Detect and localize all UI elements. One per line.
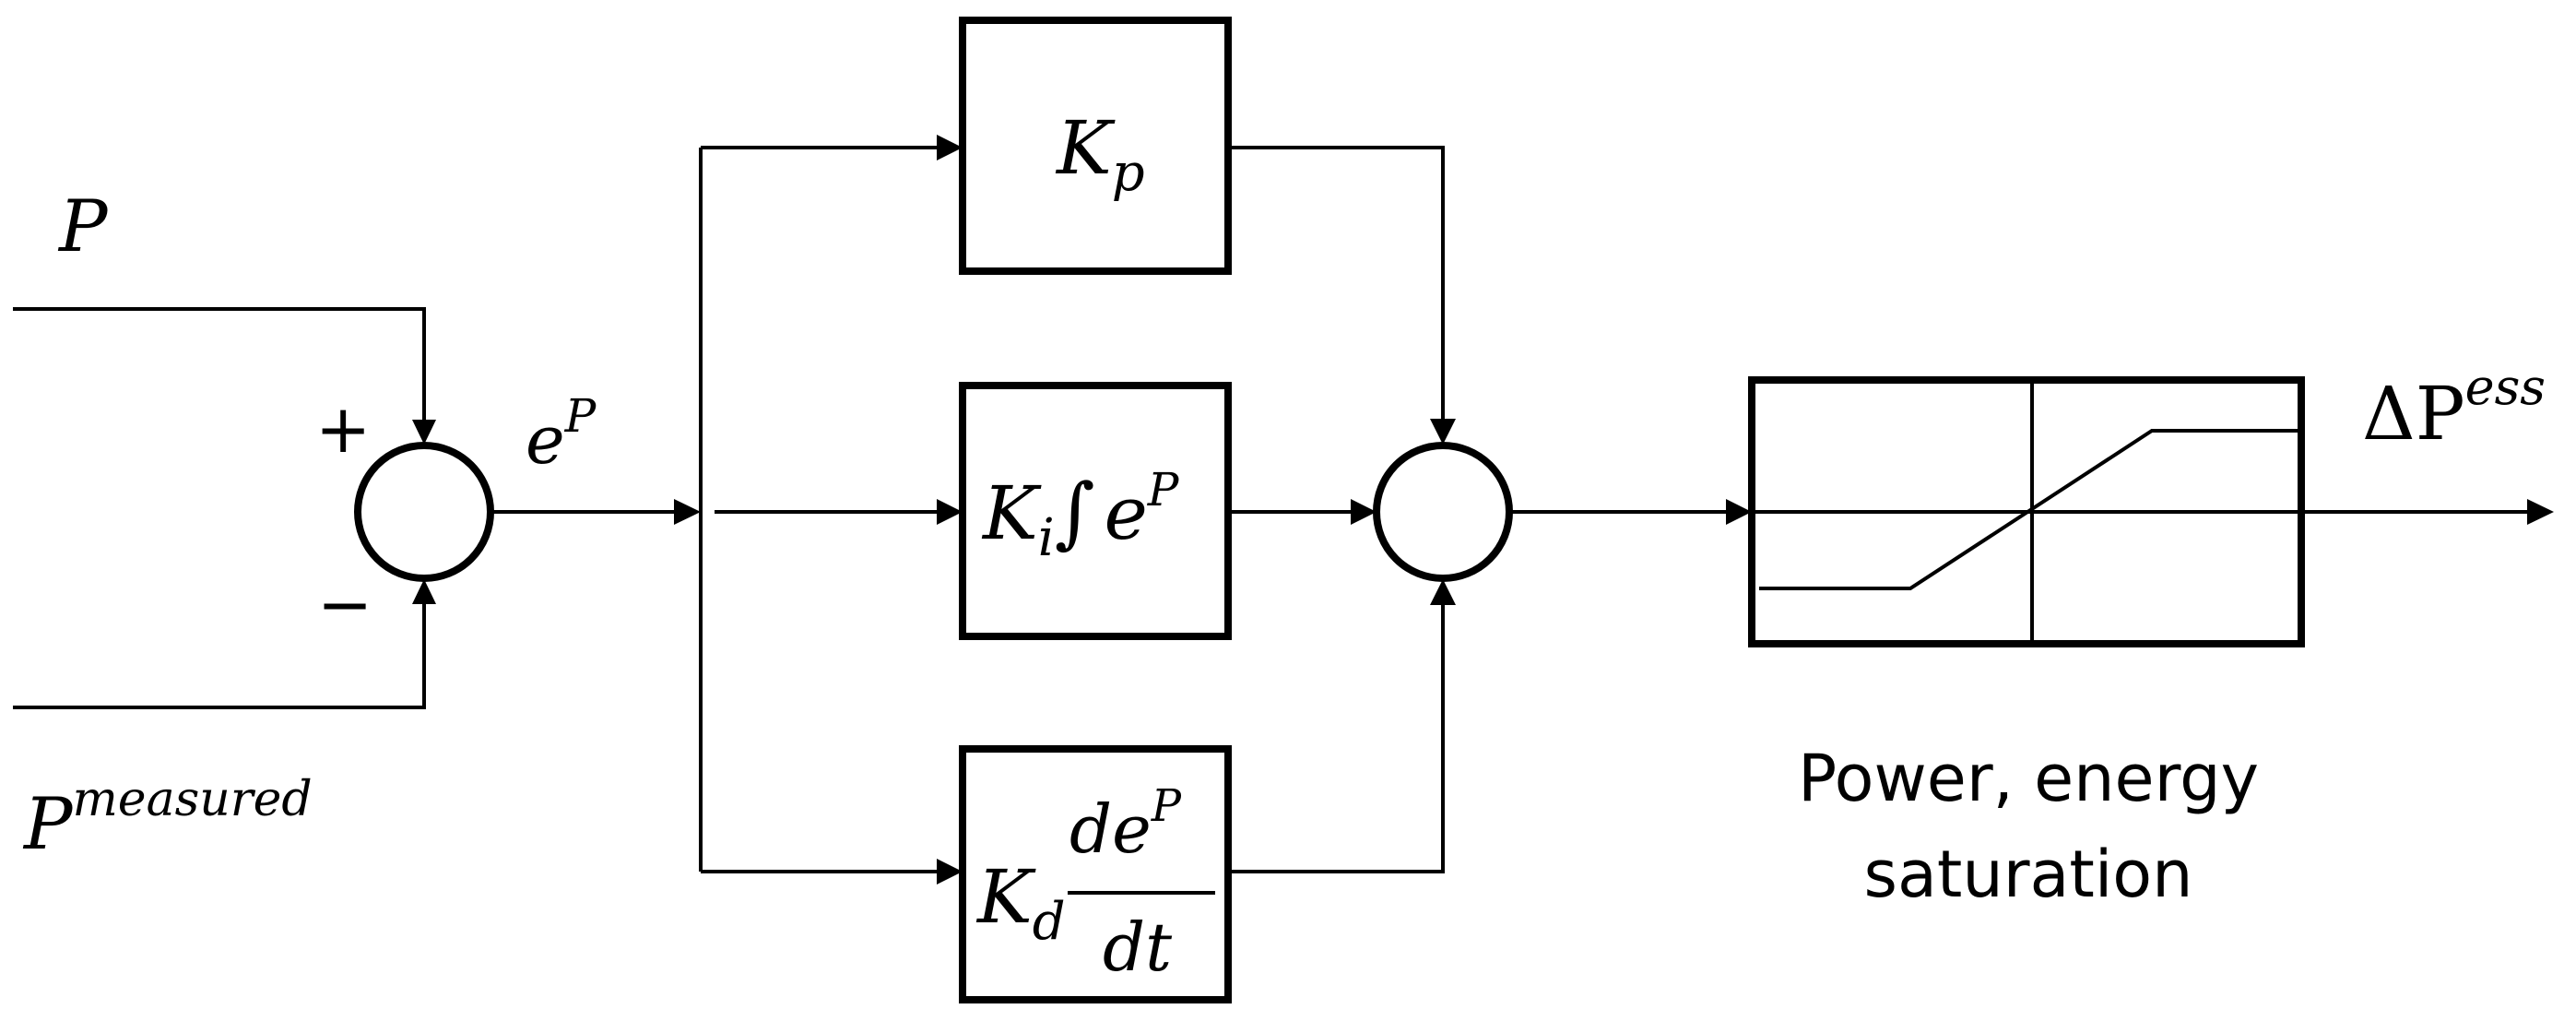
pid-summing-junction bbox=[1373, 442, 1513, 582]
derivative-arrowhead bbox=[937, 859, 963, 884]
measured-arrowhead bbox=[412, 579, 436, 604]
error-arrowhead bbox=[674, 499, 701, 525]
sum2-top-arrowhead bbox=[1430, 419, 1456, 445]
derivative-output-line bbox=[1228, 603, 1445, 873]
output-arrowhead bbox=[2527, 499, 2554, 525]
sum2-left-arrowhead bbox=[1351, 499, 1377, 525]
proportional-gain-label: Kp bbox=[1055, 105, 1145, 203]
error-signal-label: eP bbox=[526, 389, 597, 479]
integral-gain-label: Ki∫eP bbox=[981, 463, 1180, 568]
output-label: ΔPess bbox=[2362, 358, 2546, 457]
derivative-denominator: dt bbox=[1103, 908, 1173, 986]
measured-input-line bbox=[13, 600, 426, 709]
minus-sign: − bbox=[317, 565, 372, 643]
derivative-numerator: deP bbox=[1069, 780, 1182, 868]
proportional-arrowhead bbox=[937, 135, 963, 160]
derivative-block bbox=[959, 745, 1232, 1003]
reference-input-label: P bbox=[57, 185, 109, 268]
integral-arrowhead bbox=[937, 499, 963, 525]
saturation-caption-line2: saturation bbox=[1864, 837, 2193, 912]
plus-sign: + bbox=[315, 390, 371, 468]
error-summing-junction bbox=[354, 442, 494, 582]
saturation-input-arrowhead bbox=[1726, 499, 1752, 525]
reference-input-line bbox=[13, 307, 426, 424]
measured-input-label: Pmeasured bbox=[22, 772, 313, 866]
saturation-caption-line1: Power, energy bbox=[1798, 741, 2259, 816]
saturation-curve bbox=[1759, 429, 2301, 590]
derivative-gain-label: Kd bbox=[975, 854, 1066, 952]
sum2-bottom-arrowhead bbox=[1430, 579, 1456, 605]
reference-arrowhead bbox=[412, 420, 436, 445]
proportional-output-line bbox=[1228, 146, 1445, 422]
